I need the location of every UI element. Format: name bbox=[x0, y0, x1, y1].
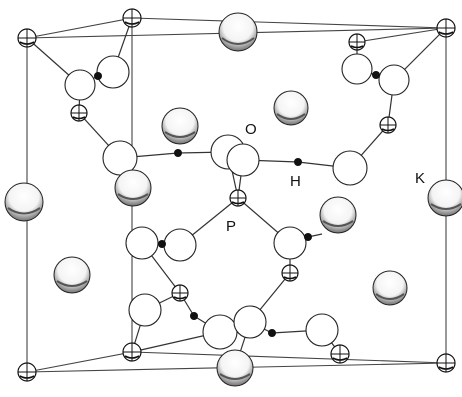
phosphorus-atom bbox=[348, 33, 366, 51]
hydrogen-atom bbox=[294, 158, 302, 166]
phosphorus-atom bbox=[122, 8, 142, 28]
oxygen-atom bbox=[125, 226, 159, 260]
potassium-atom bbox=[427, 179, 462, 217]
oxygen-atoms bbox=[64, 53, 410, 350]
potassium-atom bbox=[218, 12, 258, 52]
phosphorus-atom bbox=[436, 353, 456, 373]
oxygen-atom bbox=[96, 55, 130, 89]
cell-edge-top-rear bbox=[131, 17, 447, 29]
hydrogen-atom bbox=[304, 233, 312, 241]
phosphorus-atom bbox=[436, 18, 456, 38]
phosphorus-atom-central bbox=[229, 189, 247, 207]
potassium-atom bbox=[4, 182, 44, 222]
oxygen-atom bbox=[163, 228, 197, 262]
hydrogen-atom bbox=[372, 71, 380, 79]
phosphorus-atom bbox=[171, 284, 189, 302]
phosphorus-atom bbox=[17, 362, 37, 382]
oxygen-atom bbox=[378, 64, 410, 96]
oxygen-atom bbox=[128, 293, 162, 327]
label-oxygen: O bbox=[245, 121, 257, 138]
label-potassium: K bbox=[415, 170, 425, 187]
potassium-atom bbox=[114, 169, 152, 207]
oxygen-atom bbox=[64, 69, 96, 101]
hydrogen-atom bbox=[268, 329, 276, 337]
cell-edge-top-left bbox=[26, 17, 133, 39]
oxygen-atom bbox=[305, 313, 339, 347]
phosphorus-atom bbox=[70, 104, 88, 122]
hydrogen-atoms bbox=[94, 71, 380, 337]
phosphorus-atom bbox=[17, 28, 37, 48]
potassium-atom bbox=[319, 196, 357, 234]
hydrogen-atom bbox=[190, 312, 198, 320]
cell-edge-bottom-rear bbox=[131, 351, 447, 364]
phosphorus-atoms bbox=[17, 8, 456, 382]
oxygen-atom bbox=[273, 226, 307, 260]
label-hydrogen: H bbox=[290, 173, 301, 190]
oxygen-atom bbox=[332, 150, 368, 186]
oxygen-atom bbox=[233, 305, 267, 339]
hydrogen-atom bbox=[158, 240, 166, 248]
potassium-atom bbox=[273, 90, 309, 126]
cell-edge-right-top bbox=[356, 27, 447, 43]
phosphorus-atom bbox=[122, 342, 142, 362]
phosphorus-atom bbox=[330, 344, 350, 364]
hydrogen-atom bbox=[174, 149, 182, 157]
label-phosphorus: P bbox=[226, 218, 236, 235]
cell-edge-bottom-left bbox=[26, 351, 133, 373]
potassium-atom bbox=[216, 349, 254, 387]
oxygen-atom bbox=[341, 53, 373, 85]
potassium-atom bbox=[161, 107, 199, 145]
hydrogen-atom bbox=[94, 72, 102, 80]
oxygen-atom bbox=[226, 143, 260, 177]
labels: O H P K bbox=[226, 121, 425, 235]
oxygen-atom bbox=[202, 314, 238, 350]
potassium-atom bbox=[53, 256, 91, 294]
potassium-atom bbox=[372, 270, 408, 306]
phosphorus-atom bbox=[281, 264, 299, 282]
potassium-atoms bbox=[4, 12, 462, 387]
phosphorus-atom bbox=[379, 116, 397, 134]
